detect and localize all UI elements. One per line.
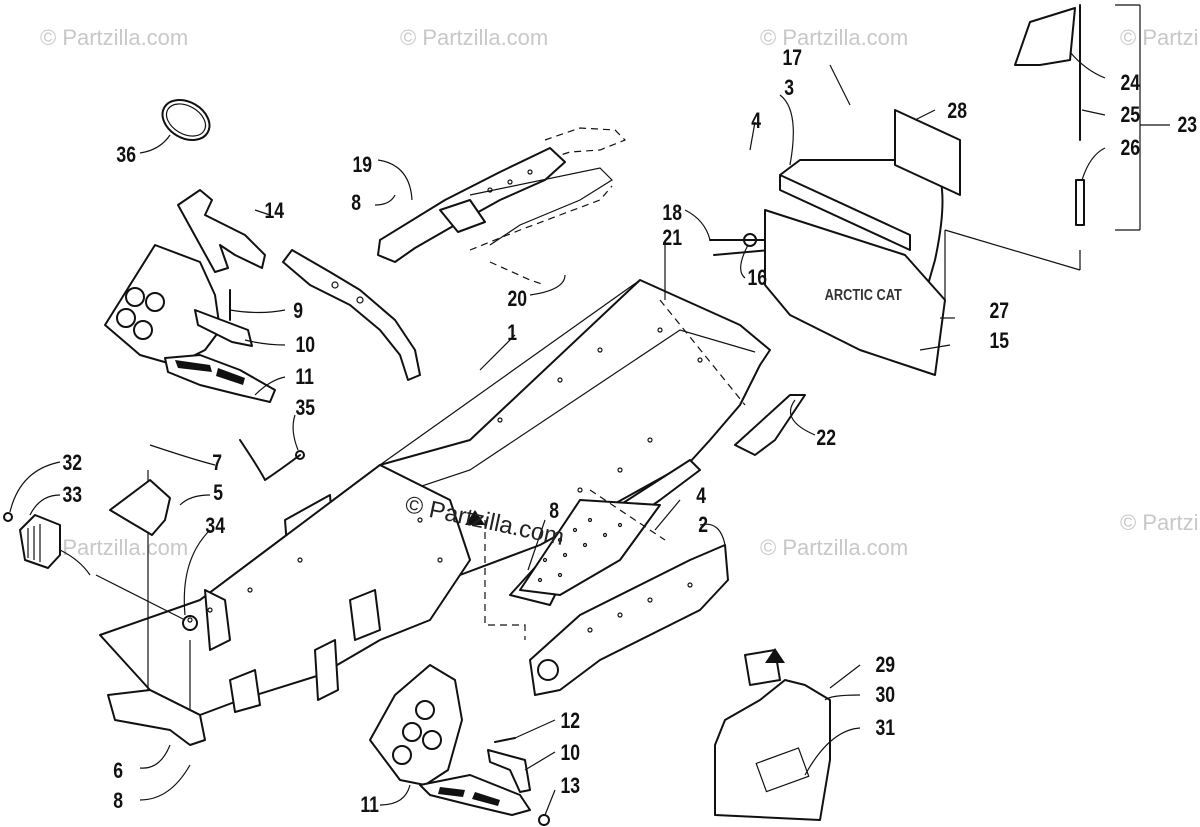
- callout-34: 34: [205, 514, 225, 538]
- callout-11-right: 11: [360, 793, 379, 817]
- callout-19: 19: [352, 153, 372, 177]
- part-36-clamp: [161, 99, 211, 141]
- callout-2: 2: [698, 513, 708, 537]
- watermark-top-center: © Partzilla.com: [400, 25, 548, 50]
- callout-30: 30: [875, 683, 895, 707]
- part-6-bracket: [107, 689, 206, 746]
- part-10-12-13-hardware: [487, 737, 550, 826]
- watermarks: © Partzilla.com © Partzilla.com © Partzi…: [40, 25, 1200, 560]
- flap-lettering: ARCTIC CAT: [825, 287, 902, 305]
- callout-3: 3: [784, 76, 794, 100]
- part-9-10-bracket: [194, 289, 253, 347]
- part-35-cable: [239, 439, 305, 481]
- callout-23: 23: [1177, 113, 1197, 137]
- part-1-tunnel: [99, 279, 771, 716]
- callout-22: 22: [816, 426, 836, 450]
- rear-bumper-assembly: ARCTIC CAT: [709, 159, 946, 376]
- watermark-mid-far-right: © Partzilla.com: [1120, 510, 1200, 535]
- callout-10-left: 10: [295, 333, 315, 357]
- callout-6: 6: [113, 759, 123, 783]
- callout-13: 13: [560, 774, 580, 798]
- callout-31: 31: [875, 716, 895, 740]
- callout-5: 5: [213, 481, 223, 505]
- watermark-top-left: © Partzilla.com: [40, 25, 188, 50]
- callout-8-middle: 8: [549, 499, 559, 523]
- callout-24: 24: [1120, 71, 1140, 95]
- watermark-top-right: © Partzilla.com: [760, 25, 908, 50]
- callout-27: 27: [989, 299, 1009, 323]
- part-11-left-skid: [104, 244, 276, 403]
- callout-9: 9: [293, 299, 303, 323]
- callout-4-top: 4: [751, 109, 761, 133]
- perforated-plate: [519, 499, 661, 596]
- callout-21: 21: [662, 226, 682, 250]
- callout-28: 28: [947, 99, 967, 123]
- part-14-strut: [282, 249, 421, 381]
- callout-26: 26: [1120, 136, 1140, 160]
- callout-14: 14: [264, 199, 284, 223]
- callout-12: 12: [560, 709, 580, 733]
- callout-8-bottom: 8: [113, 789, 123, 813]
- callout-16: 16: [747, 266, 767, 290]
- callout-18: 18: [662, 201, 682, 225]
- callout-36: 36: [116, 143, 136, 167]
- callout-17: 17: [782, 46, 802, 70]
- leader-lines: [9, 51, 1106, 816]
- part-5-bracket: [109, 479, 171, 536]
- callout-11-left: 11: [295, 365, 314, 389]
- callout-29: 29: [875, 653, 895, 677]
- part-30-cover: [714, 649, 831, 821]
- callout-1: 1: [507, 321, 517, 345]
- reference-markers: [465, 510, 785, 663]
- watermark-top-far-right: © Partzilla.com: [1120, 25, 1200, 50]
- callout-25: 25: [1120, 103, 1140, 127]
- part-28-decal: [894, 109, 961, 196]
- tunnel-outline-dashed: [469, 127, 627, 286]
- callout-8-top: 8: [351, 191, 361, 215]
- callout-10-right: 10: [560, 741, 580, 765]
- callout-labels: 1 2 3 4 4 5 6 7 8 8 8 9 10 10 11 11 12 1…: [62, 46, 1197, 817]
- watermark-mid-left: © Partzilla.com: [40, 535, 188, 560]
- part-22-decal: [734, 394, 806, 456]
- callout-15: 15: [989, 329, 1009, 353]
- callout-35: 35: [295, 396, 315, 420]
- part-34-grommet: [182, 615, 198, 631]
- part-33-taillight: [3, 512, 91, 576]
- callout-32: 32: [62, 451, 82, 475]
- callout-33: 33: [62, 483, 82, 507]
- callout-7: 7: [212, 451, 222, 475]
- callout-4-bottom: 4: [696, 484, 706, 508]
- flag-assembly: [1014, 4, 1170, 231]
- watermark-mid-right: © Partzilla.com: [760, 535, 908, 560]
- part-11-right-skid: [369, 664, 531, 816]
- part-14-bracket: [177, 189, 266, 273]
- part-19-rail: [377, 147, 613, 263]
- callout-20: 20: [507, 287, 527, 311]
